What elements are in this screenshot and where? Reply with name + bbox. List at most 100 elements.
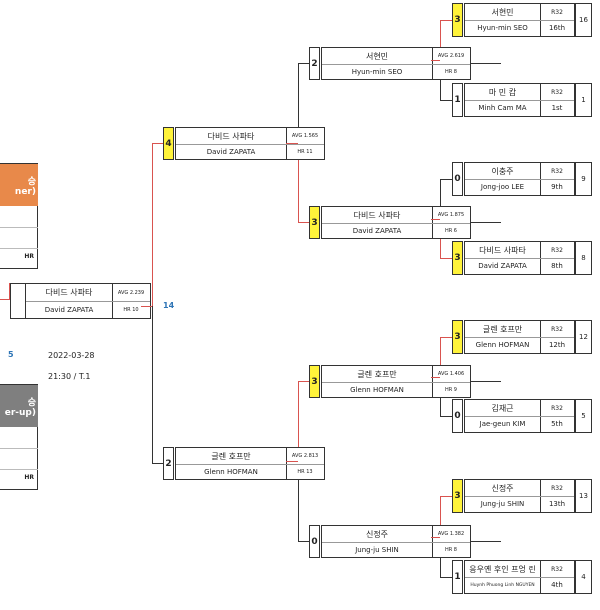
- qf-score: 2: [163, 447, 174, 480]
- seed-number: 5: [575, 399, 592, 433]
- player-name-kr: 이충주: [491, 166, 514, 176]
- player-round: R32: [551, 167, 563, 175]
- winner-title: 승: [27, 176, 36, 187]
- bracket-line: [440, 20, 441, 60]
- r32-score: 3: [452, 320, 463, 354]
- bracket-line: [471, 63, 501, 64]
- card-divider: [322, 223, 470, 224]
- bracket-line: [440, 179, 441, 219]
- player-rank: 5th: [551, 420, 563, 428]
- player-avg: AVG 1.382: [437, 531, 465, 537]
- bracket-line: [431, 60, 440, 61]
- bracket-line: [440, 496, 441, 537]
- match-number: 14: [163, 301, 175, 310]
- bracket-line: [298, 381, 309, 382]
- bracket-line: [286, 143, 298, 144]
- player-name-kr: 김재근: [491, 403, 514, 413]
- seed-number: 1: [575, 83, 592, 117]
- winner-hr: HR: [24, 253, 34, 260]
- player-name-en: Hyun-min SEO: [477, 24, 528, 32]
- player-hr: HR 11: [297, 148, 313, 155]
- card-divider: [432, 526, 433, 557]
- player-name-en: Minh Cam MA: [478, 104, 527, 112]
- bracket-line: [431, 219, 440, 220]
- player-rank: 13th: [548, 500, 566, 508]
- player-name-en: David ZAPATA: [44, 305, 94, 314]
- bracket-line: [471, 381, 501, 382]
- player-hr: HR 13: [297, 468, 313, 475]
- card-divider: [465, 179, 574, 180]
- bracket-line: [431, 377, 440, 378]
- bracket-line: [141, 306, 152, 307]
- player-name-kr: 응우옌 후인 프엉 린: [469, 564, 536, 574]
- bracket-line: [440, 20, 452, 21]
- bracket-line: [298, 541, 309, 542]
- seed-number: 8: [575, 241, 592, 275]
- r16-score: 3: [309, 206, 320, 239]
- bracket-line: [440, 60, 441, 100]
- r32-score: 3: [452, 479, 463, 513]
- player-rank: 12th: [548, 341, 566, 349]
- runnerup-title: 승: [27, 397, 36, 408]
- player-round: R32: [551, 484, 563, 492]
- seed-number: 12: [575, 320, 592, 354]
- player-name-en: Jae-geun KIM: [479, 420, 526, 428]
- player-round: R32: [551, 325, 563, 333]
- player-name-kr: 서현민: [365, 51, 389, 61]
- player-name-en: David ZAPATA: [352, 226, 402, 235]
- seed-number: 4: [575, 560, 592, 594]
- player-rank: 8th: [551, 262, 563, 270]
- player-name-en: Jong-joo LEE: [480, 183, 525, 191]
- runnerup-header: 승 er-up): [0, 385, 38, 427]
- player-avg: AVG 2.239: [117, 289, 145, 296]
- bracket-line: [440, 337, 441, 377]
- card-divider: [286, 448, 287, 479]
- player-name-en: Glenn HOFMAN: [204, 467, 258, 476]
- player-name-kr: 글렌 호프만: [482, 324, 523, 334]
- bracket-line: [152, 143, 153, 306]
- bracket-line: [440, 416, 452, 417]
- bracket-line: [440, 496, 452, 497]
- bracket-line: [471, 541, 501, 542]
- player-rank: 4th: [551, 581, 563, 589]
- player-name-en: Glenn HOFMAN: [350, 385, 404, 394]
- card-divider: [465, 496, 574, 497]
- player-name-en: Jung-ju SHIN: [355, 545, 399, 554]
- player-name-kr: 글렌 호프만: [357, 369, 397, 379]
- seed-number: 13: [575, 479, 592, 513]
- r32-score: 3: [452, 241, 463, 275]
- player-avg: AVG 1.406: [437, 371, 465, 377]
- bracket-line: [152, 463, 163, 464]
- winner-subtitle: ner): [14, 186, 36, 197]
- bracket-line: [440, 577, 452, 578]
- player-name-kr: 신정주: [365, 529, 389, 539]
- seed-number: 16: [575, 3, 592, 37]
- winner-panel: 승 ner) HR: [0, 163, 38, 269]
- player-name-en: David ZAPATA: [206, 147, 256, 156]
- player-name-en: Hyun-min SEO: [351, 67, 403, 76]
- card-divider: [432, 207, 433, 238]
- player-name-kr: 다비드 사파타: [45, 288, 93, 297]
- player-name-kr: 마 민 캄: [488, 87, 517, 97]
- card-divider: [432, 366, 433, 397]
- sf-score: [10, 283, 26, 319]
- r32-score: 1: [452, 560, 463, 594]
- r32-score: 0: [452, 162, 463, 196]
- bracket-line: [152, 306, 153, 463]
- seed-number: 9: [575, 162, 592, 196]
- card-divider: [176, 464, 324, 465]
- bracket-line: [298, 381, 299, 461]
- player-name-kr: 다비드 사파타: [479, 245, 526, 255]
- player-round: R32: [551, 8, 563, 16]
- r32-score: 3: [452, 3, 463, 37]
- bracket-line: [152, 143, 163, 144]
